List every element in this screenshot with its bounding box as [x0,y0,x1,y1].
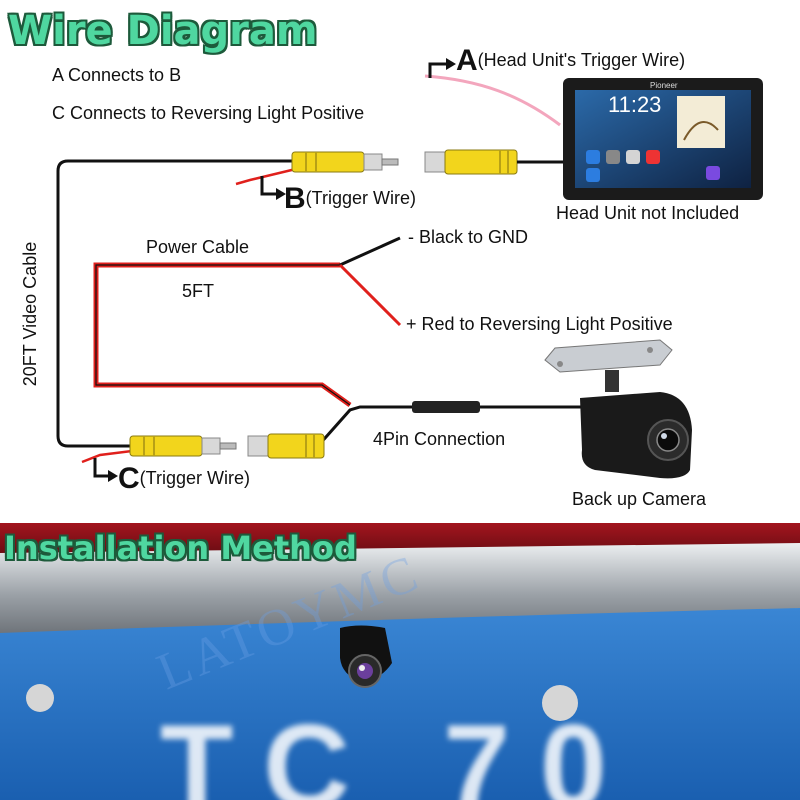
head-unit-time: 11:23 [608,92,662,117]
note-a-to-b: A Connects to B [52,65,182,85]
pin-connector [412,401,480,413]
note-c-to-reverse: C Connects to Reversing Light Positive [52,103,365,123]
label-wire-b-text: (Trigger Wire) [305,188,417,208]
red-reverse-wire [338,263,402,327]
diagram-title: Wire Diagram [8,8,318,54]
rca-connector-top-male [291,151,399,173]
red-wire-label: + Red to Reversing Light Positive [406,314,673,334]
video-cable-wire [56,159,292,448]
power-cable-wire [93,262,352,408]
installation-photo: Installation Method LATOYMC TC 70 [0,523,800,800]
red-trigger-wire-b [235,166,301,186]
rca-connector-bottom-male [129,435,237,457]
letter-b: B [284,182,306,215]
power-cable-length: 5FT [182,281,215,301]
install-title: Installation Method [4,529,357,567]
label-wire-c: C(Trigger Wire) [118,464,250,494]
label-wire-a: A(Head Unit's Trigger Wire) [456,46,685,76]
camera-label: Back up Camera [572,489,707,509]
head-unit-brand: Pioneer [650,81,678,90]
connection-label: 4Pin Connection [373,429,506,449]
arrow-a-icon [428,62,446,78]
rca-connector-top-female [424,149,566,175]
power-cable-label: Power Cable [146,237,250,257]
joint-wire [316,405,412,447]
black-wire-label: - Black to GND [408,227,529,247]
letter-a: A [456,44,478,77]
letter-c: C [118,462,140,495]
plate-text: TC 70 [160,700,637,800]
rca-connector-bottom-female [247,433,325,459]
pink-trigger-wire [424,74,561,127]
license-plate [0,608,800,800]
label-wire-a-text: (Head Unit's Trigger Wire) [477,50,686,70]
installation-svg [0,523,800,800]
video-cable-label: 20FT Video Cable [20,241,41,387]
label-wire-b: B(Trigger Wire) [284,184,416,214]
wiring-svg [56,58,763,482]
wire-diagram-panel: Wire Diagram A Connects to B C Connects … [8,8,763,509]
red-trigger-wire-c [81,448,141,464]
head-unit-image [563,78,763,200]
label-wire-c-text: (Trigger Wire) [139,468,251,488]
backup-camera-image [544,339,692,479]
arrow-c-icon [93,458,108,478]
black-gnd-wire [339,236,401,267]
head-unit-caption: Head Unit not Included [556,203,740,223]
arrow-b-icon [260,176,276,196]
